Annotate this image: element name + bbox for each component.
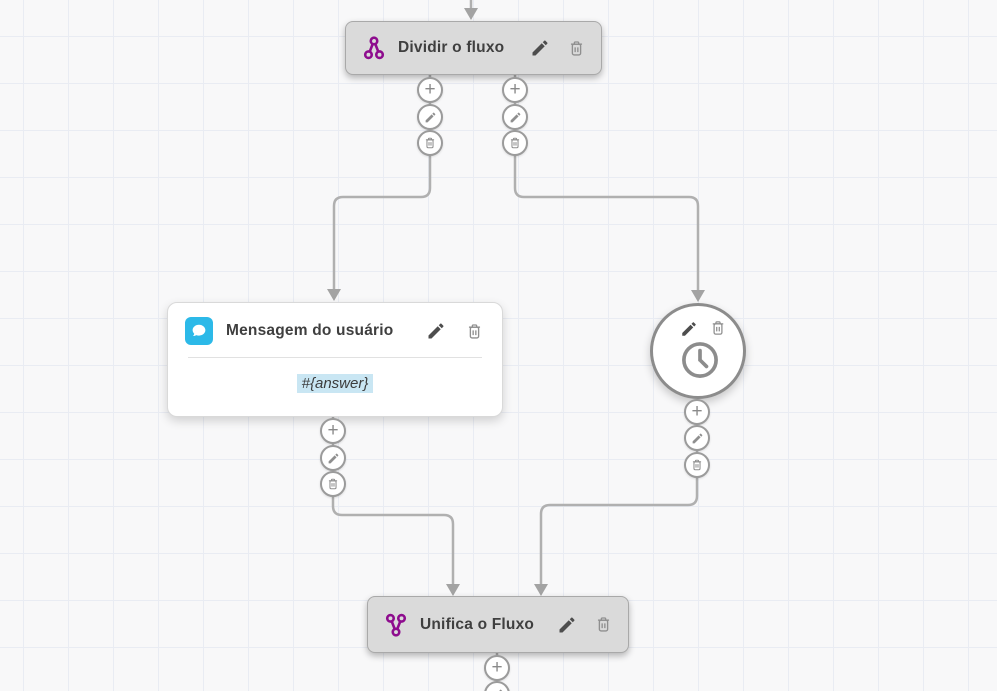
delete-connection-button[interactable] <box>320 471 346 497</box>
add-step-button[interactable]: + <box>502 77 528 103</box>
delete-node-button[interactable] <box>709 319 727 337</box>
pencil-icon <box>498 689 502 691</box>
clock-icon <box>682 342 718 378</box>
connector-split-to-message <box>332 75 432 289</box>
delay-node[interactable] <box>650 303 746 399</box>
edit-node-button[interactable] <box>530 38 550 58</box>
trash-icon <box>570 40 583 56</box>
connector-message-to-merge <box>331 417 455 584</box>
arrowhead-icon <box>446 584 460 596</box>
node-title: Mensagem do usuário <box>226 322 394 339</box>
trash-icon <box>510 137 520 149</box>
arrowhead-icon <box>327 289 341 301</box>
user-message-header: Mensagem do usuário <box>168 303 502 357</box>
pencil-icon <box>532 40 548 56</box>
user-message-node[interactable]: Mensagem do usuário #{answer} <box>167 302 503 417</box>
message-variable-value: #{answer} <box>296 373 374 393</box>
pencil-icon <box>328 453 338 463</box>
add-step-button[interactable]: + <box>417 77 443 103</box>
delete-node-button[interactable] <box>594 615 613 634</box>
delete-node-button[interactable] <box>465 322 484 341</box>
arrowhead-icon <box>691 290 705 302</box>
delete-connection-button[interactable] <box>502 130 528 156</box>
trash-icon <box>597 617 610 632</box>
merge-node[interactable]: Unifica o Fluxo <box>367 596 629 653</box>
trash-icon <box>468 323 481 339</box>
add-step-button[interactable]: + <box>484 655 510 681</box>
plus-icon: + <box>509 78 521 100</box>
trash-icon <box>712 321 724 335</box>
node-title: Dividir o fluxo <box>398 39 505 56</box>
delete-connection-button[interactable] <box>684 452 710 478</box>
pencil-icon <box>425 112 435 122</box>
delete-connection-button[interactable] <box>417 130 443 156</box>
connector-delay-to-merge <box>539 399 699 584</box>
split-node[interactable]: Dividir o fluxo <box>345 21 602 75</box>
plus-icon: + <box>491 656 503 678</box>
add-step-button[interactable]: + <box>320 418 346 444</box>
arrowhead-icon <box>464 8 478 20</box>
add-step-button[interactable]: + <box>684 399 710 425</box>
plus-icon: + <box>691 400 703 422</box>
edit-node-button[interactable] <box>680 320 698 338</box>
plus-icon: + <box>327 419 339 441</box>
edit-node-button[interactable] <box>557 615 577 635</box>
divider <box>188 357 482 358</box>
chat-bubble-icon <box>185 317 213 345</box>
edit-node-button[interactable] <box>426 321 446 341</box>
pencil-icon <box>428 323 444 339</box>
delete-node-button[interactable] <box>567 39 586 58</box>
node-title: Unifica o Fluxo <box>420 615 535 633</box>
trash-icon <box>328 478 338 490</box>
edit-connection-button[interactable] <box>684 425 710 451</box>
trash-icon <box>692 459 702 471</box>
pencil-icon <box>559 617 575 632</box>
user-message-body: #{answer} <box>168 358 502 408</box>
edit-connection-button[interactable] <box>502 104 528 130</box>
edit-connection-button[interactable] <box>320 445 346 471</box>
trash-icon <box>425 137 435 149</box>
pencil-icon <box>682 322 696 336</box>
merge-flow-icon <box>385 613 407 637</box>
edit-connection-button[interactable] <box>417 104 443 130</box>
pencil-icon <box>510 112 520 122</box>
split-flow-icon <box>363 36 385 60</box>
plus-icon: + <box>424 78 436 100</box>
pencil-icon <box>692 433 702 443</box>
arrowhead-icon <box>534 584 548 596</box>
connector-split-to-delay <box>513 75 700 290</box>
